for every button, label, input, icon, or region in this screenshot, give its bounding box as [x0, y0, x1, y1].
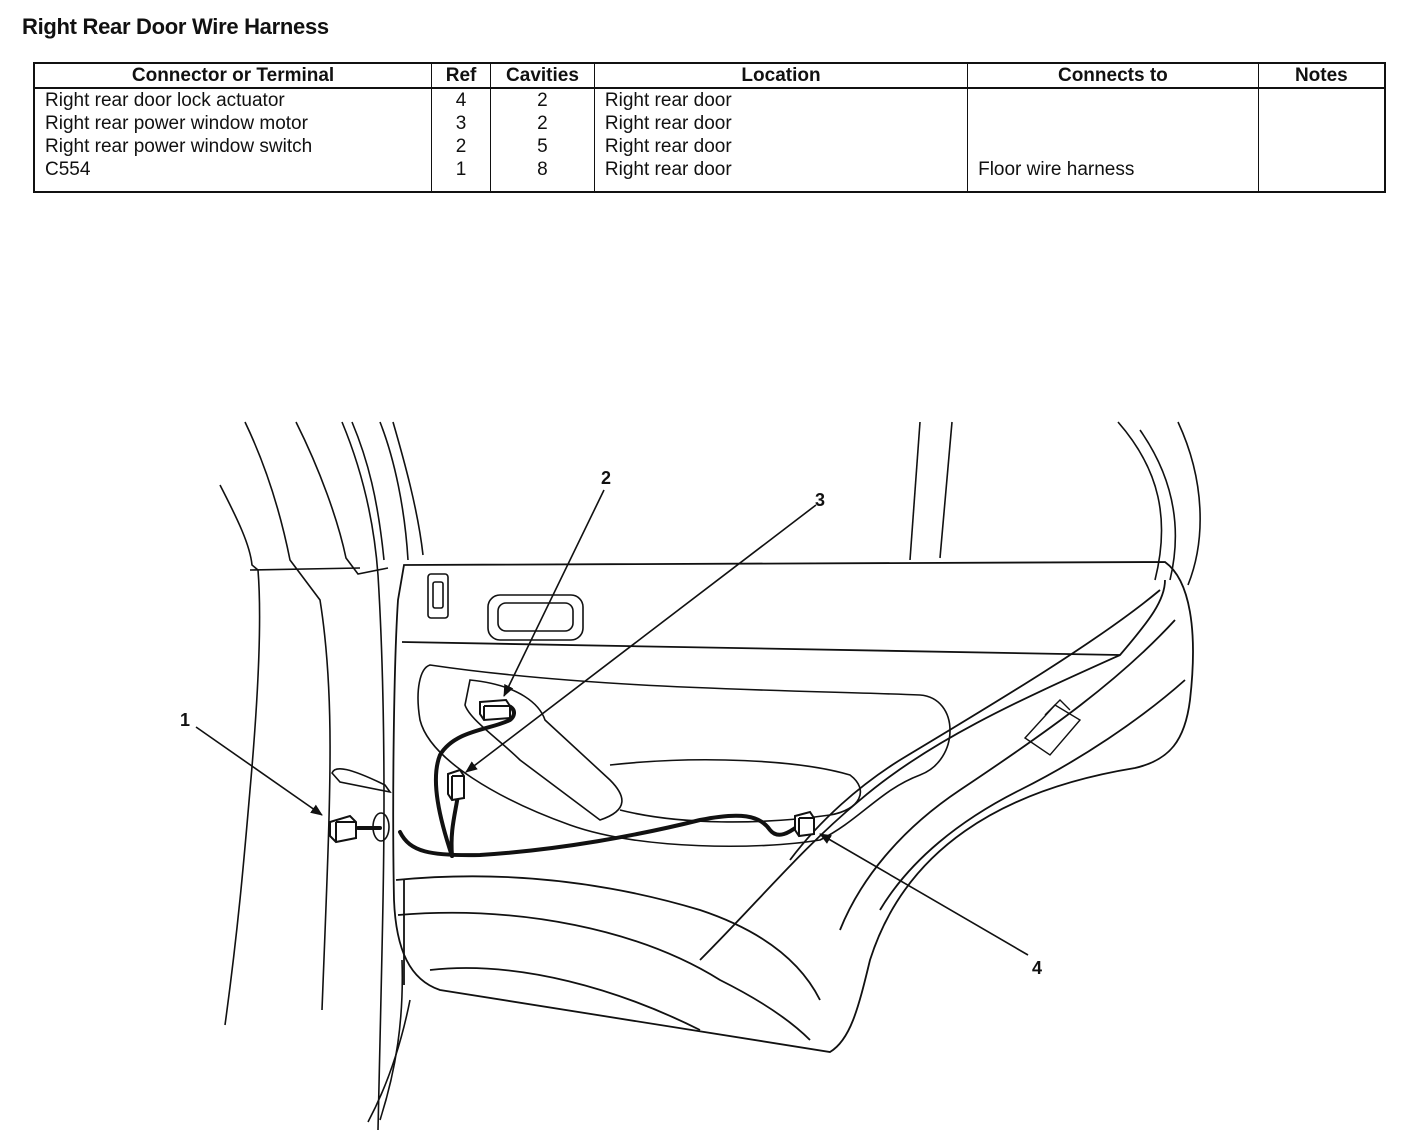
table-row: Right rear door lock actuator 4 2 Right …: [34, 88, 1385, 112]
door-glass-frame: [909, 421, 1201, 586]
location-cell: Right rear door: [593, 135, 968, 158]
callout-label: 4: [1032, 958, 1042, 978]
notes-cell: [1257, 88, 1385, 112]
door-panel: [392, 561, 1194, 1053]
b-pillar-outline: [219, 421, 424, 1131]
door-handle: [487, 594, 584, 641]
callout-label: 3: [815, 490, 825, 510]
harness-table: Connector or Terminal Ref Cavities Locat…: [33, 62, 1386, 193]
column-header: Location: [593, 63, 968, 89]
callout-label: 1: [180, 710, 190, 730]
side-switch-panel: [1023, 699, 1082, 756]
connects-to-cell: [967, 88, 1259, 112]
notes-cell: [1257, 112, 1385, 135]
column-header: Connects to: [967, 63, 1259, 89]
ref-cell: 2: [431, 135, 491, 158]
location-cell: Right rear door: [593, 88, 968, 112]
column-header: Ref: [431, 63, 491, 89]
location-cell: Right rear door: [593, 112, 968, 135]
connects-to-cell: Floor wire harness: [967, 158, 1259, 192]
table-row: Right rear power window motor 3 2 Right …: [34, 112, 1385, 135]
cavities-cell: 8: [490, 158, 595, 192]
ref-cell: 3: [431, 112, 491, 135]
connector-window-motor-icon: [447, 768, 465, 802]
location-cell: Right rear door: [593, 158, 968, 192]
connector-cell: Right rear power window motor: [45, 113, 308, 134]
table-header-row: Connector or Terminal Ref Cavities Locat…: [34, 63, 1385, 89]
connector-cell: Right rear power window switch: [45, 136, 313, 157]
connector-lock-actuator-icon: [794, 810, 815, 838]
column-header: Notes: [1257, 63, 1385, 89]
column-header: Connector or Terminal: [34, 63, 432, 89]
connector-cell: Right rear door lock actuator: [45, 90, 285, 111]
notes-cell: [1257, 135, 1385, 158]
cavities-cell: 5: [490, 135, 595, 158]
connects-to-cell: [967, 135, 1259, 158]
cavities-cell: 2: [490, 112, 595, 135]
cavities-cell: 2: [490, 88, 595, 112]
table-row: C554 1 8 Right rear door Floor wire harn…: [34, 158, 1385, 192]
ref-cell: 1: [431, 158, 491, 192]
connector-cell: C554: [45, 159, 91, 180]
column-header: Cavities: [490, 63, 595, 89]
notes-cell: [1257, 158, 1385, 192]
wire-harness: [356, 703, 800, 858]
page-title: Right Rear Door Wire Harness: [22, 14, 329, 39]
connects-to-cell: [967, 112, 1259, 135]
ref-cell: 4: [431, 88, 491, 112]
callout-label: 2: [601, 468, 611, 488]
callout-leaders: [195, 489, 1029, 956]
lock-knob: [427, 573, 449, 619]
connector-window-switch-icon: [479, 698, 511, 722]
table-row: Right rear power window switch 2 5 Right…: [34, 135, 1385, 158]
connector-c554-icon: [329, 814, 357, 844]
armrest-outline: [417, 664, 951, 848]
